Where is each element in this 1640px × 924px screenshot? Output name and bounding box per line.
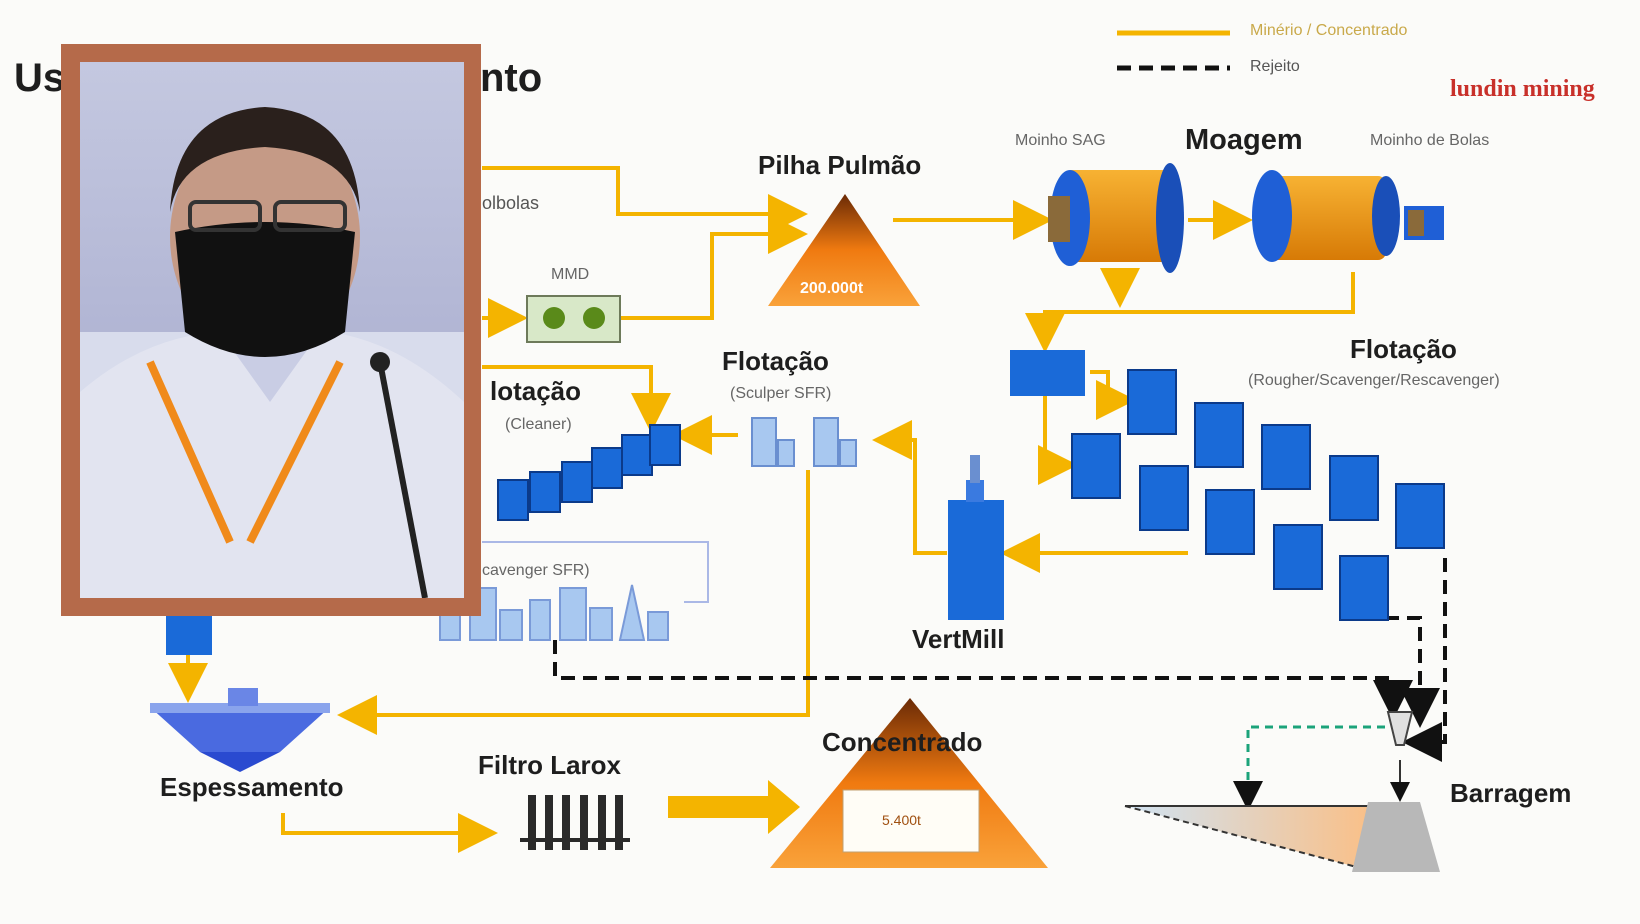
rougher-cells	[1071, 369, 1445, 621]
slide-title-right: nto	[480, 56, 543, 100]
face-mask-icon	[175, 222, 355, 357]
slide-title-left: Us	[14, 56, 66, 100]
vertmill-label: VertMill	[912, 624, 1005, 654]
tailings-dam	[1124, 711, 1440, 872]
sag-mill	[1048, 163, 1184, 273]
flot-cleaner-sub: (Cleaner)	[505, 416, 572, 433]
pilha-title: Pilha Pulmão	[758, 150, 922, 180]
presenter-shoulders	[80, 332, 464, 598]
ball-mill-label: Moinho de Bolas	[1370, 132, 1490, 149]
lanyard	[146, 360, 344, 544]
microphone-icon	[377, 361, 428, 598]
flot-sculper-sub: (Sculper SFR)	[730, 385, 832, 402]
presenter-image	[80, 107, 464, 598]
webcam-overlay	[61, 44, 481, 616]
mmd-crusher	[526, 295, 621, 343]
feed-tank	[166, 610, 212, 655]
concentrate-box	[842, 789, 980, 853]
flot-rougher-title: Flotação	[1350, 334, 1457, 364]
cleaner-cells	[497, 424, 681, 521]
glasses-right	[273, 200, 347, 232]
legend-tailings-label: Rejeito	[1250, 58, 1300, 75]
scavenger-sfr-cells	[439, 584, 669, 641]
concentrado-title: Concentrado	[822, 727, 983, 757]
glasses-left	[188, 200, 262, 232]
sculper-sfr-cells	[751, 417, 857, 467]
barragem-label: Barragem	[1450, 778, 1572, 808]
thickener	[150, 688, 330, 772]
distributor-box	[1010, 350, 1085, 396]
webcam-video	[80, 62, 464, 598]
concentrate-arrow	[668, 780, 800, 834]
flot-rougher-sub: (Rougher/Scavenger/Rescavenger)	[1248, 372, 1500, 389]
filtro-label: Filtro Larox	[478, 750, 622, 780]
pilha-capacity: 200.000t	[800, 280, 864, 297]
espessamento-label: Espessamento	[160, 772, 344, 802]
brand-logo: lundin mining	[1450, 76, 1595, 102]
bolas-label-partial: olbolas	[482, 193, 540, 213]
return-water-line	[1233, 725, 1385, 811]
ball-mill	[1252, 170, 1444, 262]
larox-filter	[520, 795, 630, 850]
mmd-label: MMD	[551, 266, 590, 283]
tailings-flow-lines	[553, 558, 1447, 762]
vertmill-unit	[948, 455, 1004, 620]
sag-mill-label: Moinho SAG	[1015, 132, 1106, 149]
moagem-title: Moagem	[1185, 124, 1303, 156]
flot-sculper-title: Flotação	[722, 346, 829, 376]
legend-ore-label: Minério / Concentrado	[1250, 22, 1408, 39]
presenter-hair	[170, 107, 360, 212]
ore-flow-lines	[168, 166, 1355, 853]
stockpile	[768, 194, 920, 306]
concentrado-box-value: 5.400t	[882, 812, 921, 828]
scavenger-label: cavenger SFR)	[482, 562, 590, 579]
scavenger-outline	[482, 541, 709, 603]
flot-cleaner-title: lotação	[490, 376, 582, 406]
